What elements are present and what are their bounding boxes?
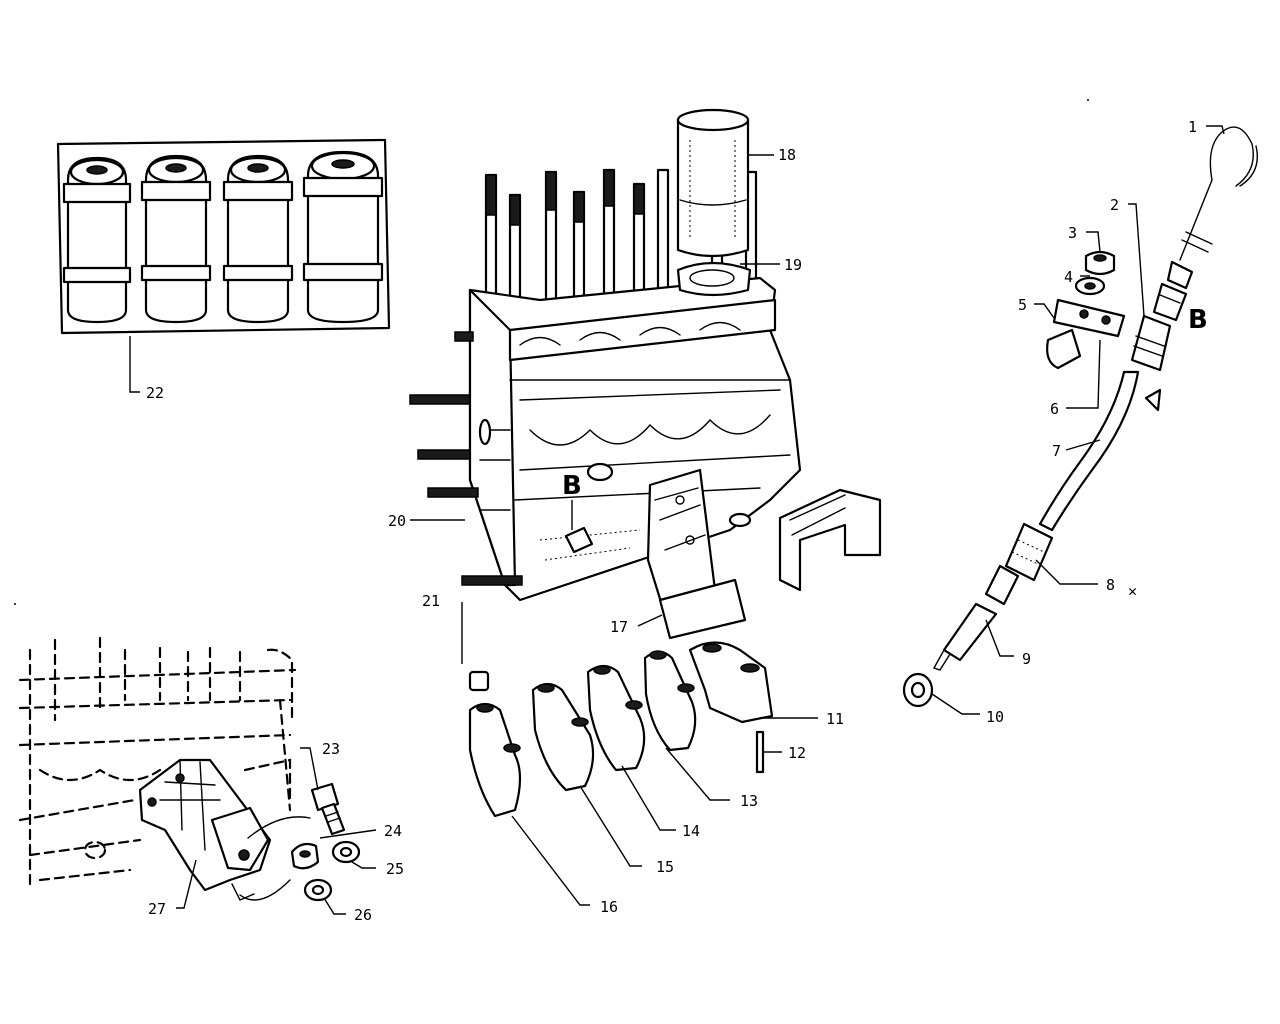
timing-cover-seal <box>778 488 882 592</box>
callout-26: 26 <box>354 906 372 924</box>
leader-3 <box>1086 231 1101 253</box>
oil-pump-seal <box>676 261 752 297</box>
leader-2 <box>1128 203 1145 317</box>
callout-17: 17 <box>610 618 628 636</box>
dipstick-detail-marker: B <box>1188 305 1208 335</box>
stray-dot <box>1087 99 1089 101</box>
leader-27 <box>176 859 197 909</box>
engine-mount-bracket <box>646 468 747 640</box>
callout-19: 19 <box>784 256 802 274</box>
callout-18: 18 <box>778 146 796 164</box>
callout-8: 8 <box>1106 576 1115 594</box>
callout-20: 20 <box>388 512 406 530</box>
bearing-pin-12 <box>755 730 765 774</box>
callout-4: 4 <box>1064 268 1073 286</box>
callout-16: 16 <box>600 898 618 916</box>
block-detail-marker: B <box>562 471 582 501</box>
callout-24: 24 <box>384 822 402 840</box>
engine-block <box>409 164 802 602</box>
leader-1 <box>1206 125 1225 135</box>
side-studs <box>409 331 523 586</box>
dipstick <box>1152 126 1258 322</box>
seal-washer-10 <box>902 672 934 708</box>
washer-25 <box>331 840 361 864</box>
callout-12: 12 <box>788 744 806 762</box>
leader-7 <box>1065 439 1101 451</box>
oil-filter <box>676 108 750 258</box>
main-bearing-cap-16 <box>468 702 522 818</box>
leader-23 <box>300 747 319 791</box>
leader-16 <box>511 815 590 906</box>
dipstick-guide-tube <box>1038 314 1172 532</box>
callout-3: 3 <box>1068 224 1077 242</box>
callout-7: 7 <box>1052 442 1061 460</box>
cylinder-liner-4 <box>302 150 384 324</box>
main-bearing-cap-15 <box>531 682 595 792</box>
callout-1: 1 <box>1188 118 1197 136</box>
callout-14: 14 <box>682 822 700 840</box>
leader-9 <box>985 619 1014 657</box>
nut-24 <box>290 842 320 870</box>
cylinder-liner-1 <box>62 156 132 324</box>
leader-15 <box>579 785 642 867</box>
item8-symbol: ✕ <box>1128 582 1137 600</box>
callout-22: 22 <box>146 384 164 402</box>
leader-22 <box>129 336 140 393</box>
bracket-hardware <box>1046 250 1126 370</box>
callout-15: 15 <box>656 858 674 876</box>
main-bearing-cap-11 <box>688 641 774 724</box>
leader-14 <box>621 765 676 831</box>
bearing-dowel-21 <box>468 670 490 692</box>
leader-5 <box>1034 303 1055 319</box>
leader-13 <box>665 747 730 801</box>
callout-10: 10 <box>986 708 1004 726</box>
callout-13: 13 <box>740 792 758 810</box>
leader-25 <box>351 861 376 869</box>
engine-mount-27 <box>138 758 311 901</box>
callout-6: 6 <box>1050 400 1059 418</box>
washer-26 <box>303 878 333 902</box>
leader-17 <box>637 614 663 627</box>
leader-8 <box>1035 559 1098 585</box>
main-bearing-cap-14 <box>586 664 646 772</box>
leader-10 <box>931 693 980 715</box>
leader-24 <box>319 829 377 839</box>
callout-2: 2 <box>1110 196 1119 214</box>
leader-6 <box>1066 339 1101 409</box>
callout-27: 27 <box>148 900 166 918</box>
cylinder-liner-2 <box>140 154 212 324</box>
callout-11: 11 <box>826 710 844 728</box>
stray-dot <box>14 603 16 605</box>
main-bearing-cap-13 <box>643 650 697 752</box>
callout-5: 5 <box>1018 296 1027 314</box>
leader-26 <box>323 897 346 915</box>
bolt-23 <box>310 782 346 836</box>
cylinder-liners-set <box>56 138 391 335</box>
block-outline-dashed <box>18 636 297 892</box>
callout-9: 9 <box>1022 650 1031 668</box>
callout-25: 25 <box>386 860 404 878</box>
cylinder-liner-3 <box>222 154 294 324</box>
dipstick-lower-sleeve <box>932 522 1054 671</box>
callout-21: 21 <box>422 592 440 610</box>
block-plug <box>564 526 594 554</box>
callout-23: 23 <box>322 740 340 758</box>
